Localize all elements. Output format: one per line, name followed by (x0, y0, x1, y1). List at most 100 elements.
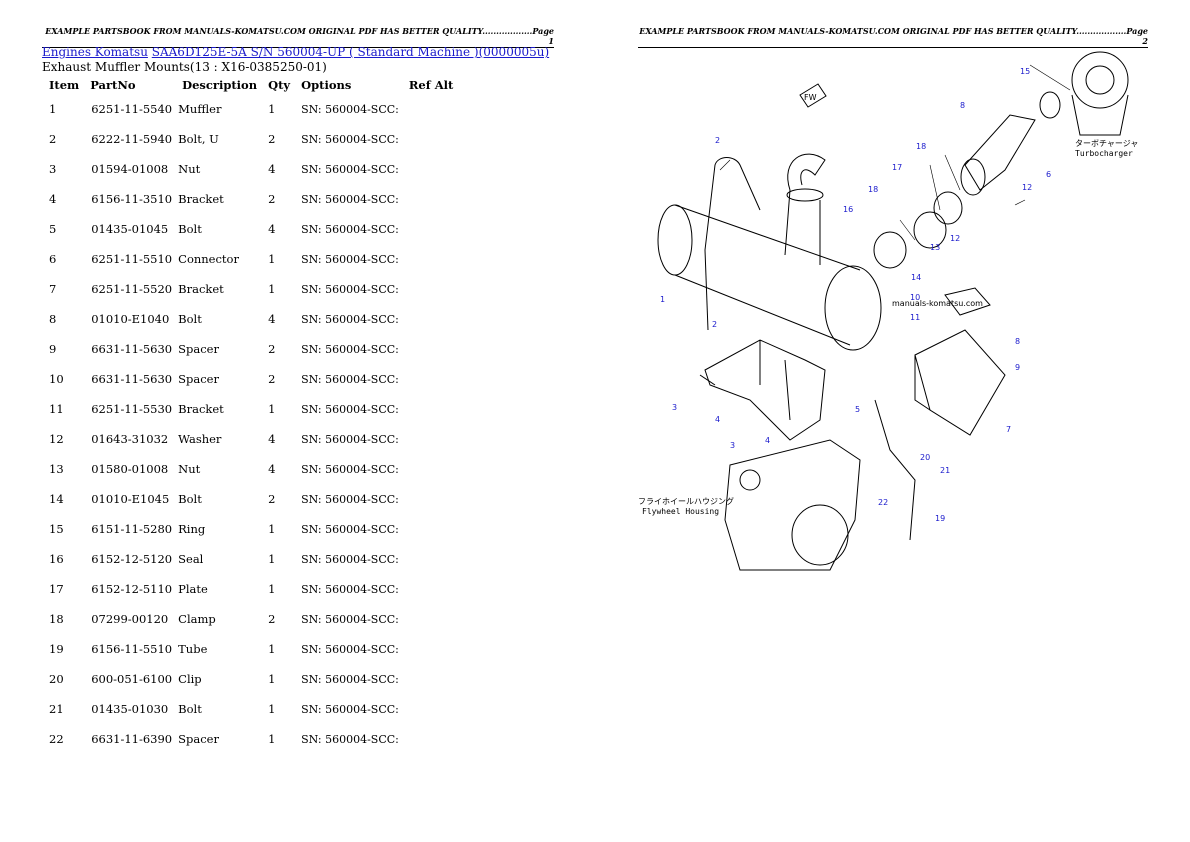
row-partno: 6151-11-5280 (91, 522, 173, 536)
svg-text:17: 17 (892, 163, 902, 172)
row-partno: 6156-11-3510 (91, 192, 173, 206)
row-partno: 6152-12-5110 (91, 582, 173, 596)
svg-text:3: 3 (672, 403, 677, 412)
row-refalt (402, 304, 457, 334)
row-description: Bolt, U (178, 132, 219, 146)
row-options: SN: 560004-SCC: (301, 522, 399, 536)
svg-text:18: 18 (916, 142, 926, 151)
turbo-en-label: Turbocharger (1075, 149, 1133, 158)
row-description: Spacer (178, 732, 219, 746)
row-refalt (402, 724, 457, 754)
row-item: 18 (49, 612, 64, 626)
row-item: 7 (49, 282, 57, 296)
row-description: Tube (178, 642, 208, 656)
row-partno: 6222-11-5940 (91, 132, 173, 146)
turbocharger-drawing (1039, 51, 1129, 136)
row-options: SN: 560004-SCC: (301, 372, 399, 386)
forward-arrow-icon (799, 83, 827, 108)
u-bolt-drawing (704, 157, 761, 331)
row-description: Bracket (178, 402, 224, 416)
row-refalt (402, 604, 457, 634)
table-header-row: Item PartNo Description Qty Options Ref … (42, 76, 457, 94)
row-partno: 01010-E1045 (91, 492, 170, 506)
flywheel-jp-label: フライホイールハウジング (638, 496, 734, 506)
row-item: 13 (49, 462, 64, 476)
row-options: SN: 560004-SCC: (301, 702, 399, 716)
row-qty: 1 (268, 522, 276, 536)
row-options: SN: 560004-SCC: (301, 492, 399, 506)
breadcrumb-link-engines[interactable]: Engines Komatsu (42, 45, 148, 59)
table-row: 15 6151-11-5280 Ring 1 SN: 560004-SCC: (42, 514, 457, 544)
flywheel-housing-drawing (724, 439, 861, 571)
svg-text:20: 20 (920, 453, 930, 462)
svg-text:9: 9 (1015, 363, 1020, 372)
row-options: SN: 560004-SCC: (301, 342, 399, 356)
row-description: Bracket (178, 192, 224, 206)
row-qty: 2 (268, 192, 276, 206)
row-item: 21 (49, 702, 64, 716)
row-description: Clamp (178, 612, 216, 626)
row-description: Plate (178, 582, 208, 596)
row-item: 19 (49, 642, 64, 656)
row-item: 22 (49, 732, 64, 746)
row-refalt (402, 514, 457, 544)
row-partno: 6631-11-5630 (91, 372, 173, 386)
row-partno: 01435-01030 (91, 702, 169, 716)
row-item: 4 (49, 192, 57, 206)
row-item: 20 (49, 672, 64, 686)
row-qty: 1 (268, 252, 276, 266)
breadcrumb-link-model[interactable]: SAA6D125E-5A S/N 560004-UP ( Standard Ma… (151, 45, 550, 59)
row-description: Bracket (178, 282, 224, 296)
row-partno: 07299-00120 (91, 612, 169, 626)
row-item: 15 (49, 522, 64, 536)
row-refalt (402, 484, 457, 514)
row-item: 10 (49, 372, 64, 386)
row-options: SN: 560004-SCC: (301, 132, 399, 146)
row-options: SN: 560004-SCC: (301, 162, 399, 176)
row-qty: 2 (268, 342, 276, 356)
row-refalt (402, 184, 457, 214)
row-options: SN: 560004-SCC: (301, 312, 399, 326)
row-options: SN: 560004-SCC: (301, 672, 399, 686)
svg-text:16: 16 (843, 205, 853, 214)
svg-text:5: 5 (855, 405, 860, 414)
svg-text:11: 11 (910, 313, 920, 322)
svg-text:6: 6 (1046, 170, 1051, 179)
svg-text:12: 12 (950, 234, 960, 243)
flywheel-en-label: Flywheel Housing (642, 507, 719, 516)
fw-label: FW (804, 93, 817, 102)
row-qty: 1 (268, 642, 276, 656)
row-options: SN: 560004-SCC: (301, 252, 399, 266)
row-item: 14 (49, 492, 64, 506)
row-item: 6 (49, 252, 57, 266)
row-qty: 4 (268, 222, 276, 236)
row-options: SN: 560004-SCC: (301, 582, 399, 596)
row-description: Ring (178, 522, 206, 536)
clamp-drawing (933, 191, 963, 225)
svg-text:15: 15 (1020, 67, 1030, 76)
row-item: 8 (49, 312, 57, 326)
row-description: Nut (178, 462, 201, 476)
header-options: Options (301, 78, 352, 92)
row-options: SN: 560004-SCC: (301, 432, 399, 446)
row-qty: 1 (268, 552, 276, 566)
row-partno: 6251-11-5510 (91, 252, 173, 266)
mount-brackets-drawing (914, 287, 1006, 436)
row-description: Bolt (178, 312, 202, 326)
row-description: Washer (178, 432, 222, 446)
header-qty: Qty (268, 78, 291, 92)
row-description: Muffler (178, 102, 222, 116)
svg-text:8: 8 (960, 101, 965, 110)
svg-text:4: 4 (715, 415, 720, 424)
svg-text:19: 19 (935, 514, 945, 523)
lower-brackets-drawing (699, 339, 826, 441)
